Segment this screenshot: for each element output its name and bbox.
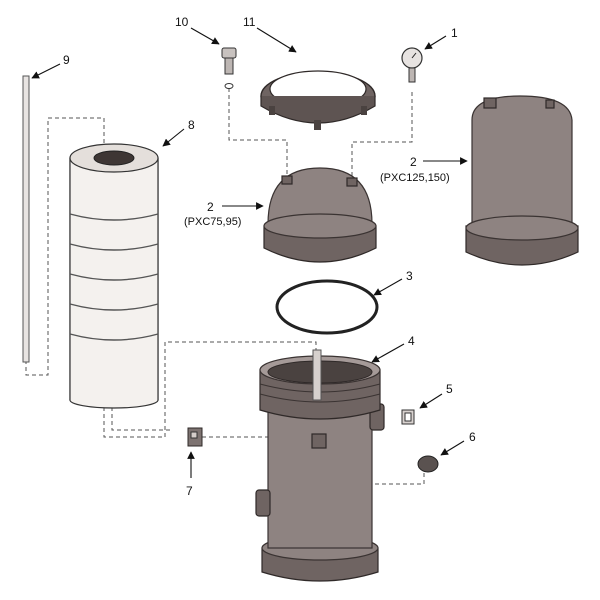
callout-11: 11 xyxy=(243,15,256,29)
drain-cap xyxy=(417,455,439,473)
mounting-bracket xyxy=(187,427,203,447)
callout-6: 6 xyxy=(469,430,476,444)
filter-cartridge xyxy=(69,143,159,409)
callout-2-small-model: (PXC75,95) xyxy=(184,216,241,228)
callout-1: 1 xyxy=(451,26,458,40)
callout-8: 8 xyxy=(188,118,195,132)
air-relief-tube xyxy=(22,75,30,363)
tank-lid-large xyxy=(465,95,579,266)
pressure-gauge xyxy=(401,47,423,83)
o-ring xyxy=(275,279,379,335)
lock-ring xyxy=(260,70,376,130)
retaining-clip xyxy=(401,409,415,425)
callout-10: 10 xyxy=(175,15,189,29)
callout-9: 9 xyxy=(63,53,70,67)
callout-5: 5 xyxy=(446,382,453,396)
callout-labels: 1 2 (PXC125,150) 2 (PXC75,95) 3 4 5 6 7 … xyxy=(63,15,476,498)
callout-2-large: 2 xyxy=(410,155,417,169)
air-relief-valve xyxy=(221,47,237,89)
callout-4: 4 xyxy=(408,334,415,348)
callout-3: 3 xyxy=(406,269,413,283)
callout-2-large-model: (PXC125,150) xyxy=(380,172,450,184)
filter-tank-body xyxy=(255,349,385,582)
callout-7: 7 xyxy=(186,484,193,498)
callout-arrows xyxy=(31,27,468,478)
tank-lid-small xyxy=(263,167,377,263)
callout-2-small: 2 xyxy=(207,200,214,214)
